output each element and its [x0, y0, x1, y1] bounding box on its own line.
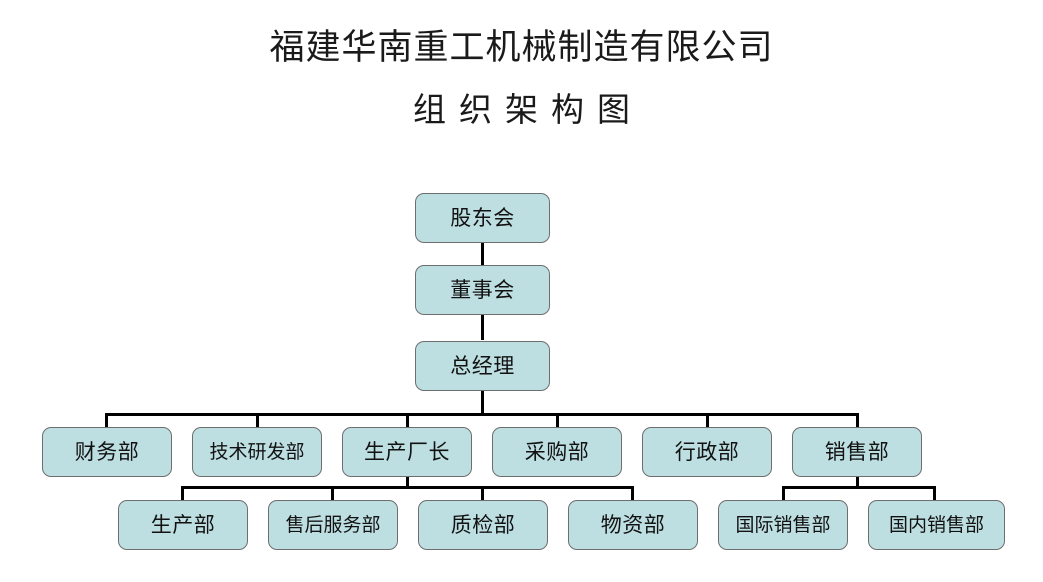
connector-sales-bus: [783, 486, 936, 489]
node-label-materials-dept: 物资部: [600, 512, 666, 537]
connector-production-bus: [182, 486, 634, 489]
node-finance-dept[interactable]: 财务部: [42, 427, 172, 477]
node-domestic-sales-dept[interactable]: 国内销售部: [868, 500, 1005, 550]
node-shareholders[interactable]: 股东会: [415, 193, 550, 243]
node-label-rnd-dept: 技术研发部: [209, 441, 305, 463]
connector-drop-domestic-sales: [933, 486, 936, 502]
node-label-purchasing-dept: 采购部: [524, 439, 590, 464]
connector-board-gm: [481, 314, 484, 340]
connector-drop-production: [181, 486, 184, 502]
node-board[interactable]: 董事会: [415, 265, 550, 315]
connector-drop-materials: [631, 486, 634, 502]
chart-subtitle: 组织架构图: [413, 93, 643, 129]
node-production-dept[interactable]: 生产部: [118, 500, 248, 550]
connector-level4-bus: [106, 413, 858, 416]
node-quality-dept[interactable]: 质检部: [418, 500, 548, 550]
connector-drop-plant-manager: [406, 413, 409, 429]
node-sales-dept[interactable]: 销售部: [792, 427, 922, 477]
node-admin-dept[interactable]: 行政部: [642, 427, 772, 477]
node-purchasing-dept[interactable]: 采购部: [492, 427, 622, 477]
node-label-board: 董事会: [450, 277, 515, 302]
connector-drop-purchasing: [556, 413, 559, 429]
node-label-finance-dept: 财务部: [74, 439, 140, 464]
node-rnd-dept[interactable]: 技术研发部: [192, 427, 322, 477]
connector-drop-intl-sales: [782, 486, 785, 502]
node-materials-dept[interactable]: 物资部: [568, 500, 698, 550]
company-name-title: 福建华南重工机械制造有限公司: [269, 28, 774, 67]
node-label-sales-dept: 销售部: [824, 439, 890, 464]
connector-drop-sales: [856, 413, 859, 429]
connector-sales-down: [856, 466, 859, 488]
node-label-shareholders: 股东会: [450, 205, 515, 230]
connector-drop-quality: [481, 486, 484, 502]
node-label-plant-manager: 生产厂长: [364, 439, 450, 464]
connector-shareholders-board: [481, 242, 484, 268]
node-plant-manager[interactable]: 生产厂长: [342, 427, 472, 477]
connector-gm-down: [481, 391, 484, 416]
connector-plant-manager-down: [406, 466, 409, 488]
node-after-sales-dept[interactable]: 售后服务部: [268, 500, 398, 550]
connector-drop-rnd: [256, 413, 259, 429]
node-label-domestic-sales-dept: 国内销售部: [888, 514, 984, 536]
node-intl-sales-dept[interactable]: 国际销售部: [718, 500, 848, 550]
node-label-quality-dept: 质检部: [450, 512, 516, 537]
node-label-production-dept: 生产部: [150, 512, 216, 537]
connector-drop-admin: [706, 413, 709, 429]
node-label-admin-dept: 行政部: [674, 439, 740, 464]
connector-drop-finance: [105, 413, 108, 429]
node-label-after-sales-dept: 售后服务部: [285, 514, 381, 536]
node-label-intl-sales-dept: 国际销售部: [735, 514, 831, 536]
node-general-manager[interactable]: 总经理: [415, 341, 550, 391]
node-label-general-manager: 总经理: [450, 353, 515, 378]
connector-drop-after-sales: [331, 486, 334, 502]
